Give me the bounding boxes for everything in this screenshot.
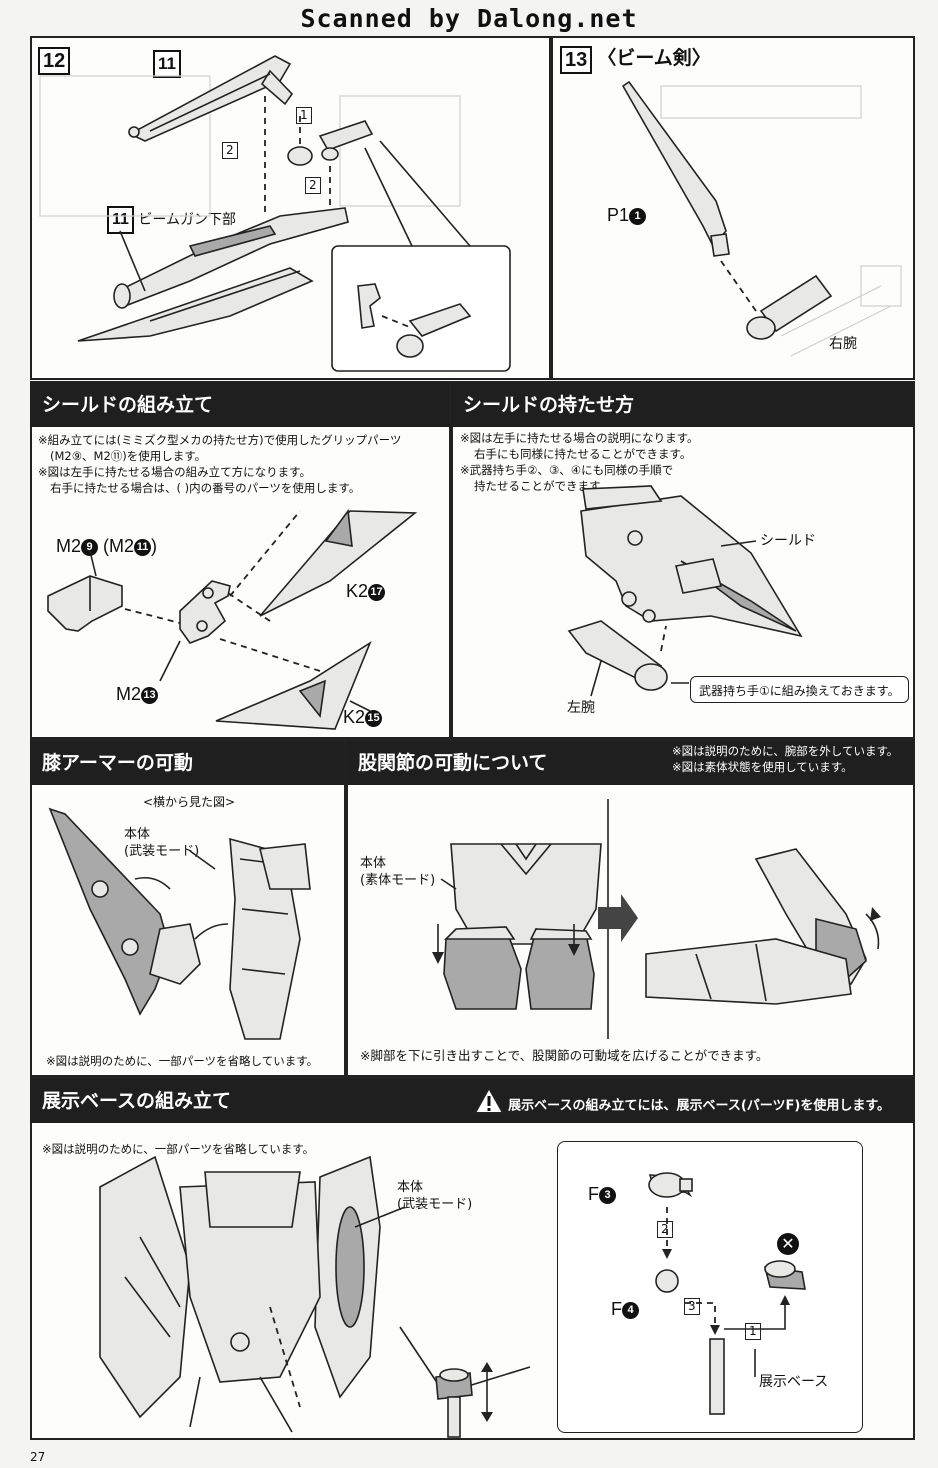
shield-holding-illustration — [567, 485, 803, 697]
base-step-1: 1 — [745, 1320, 761, 1340]
knee-armor-illustration — [48, 807, 311, 1040]
hip-joint-illustration — [432, 799, 881, 1039]
base-step-2: 2 — [657, 1218, 673, 1238]
step-12-arrow-2b: 2 — [305, 174, 321, 194]
display-base-note: ※図は説明のために、一部パーツを省略しています。 — [42, 1142, 315, 1156]
shield-assembly-notes: ※組み立てには(ミミズク型メカの持たせ方)で使用したグリップパーツ (M2⑨、M… — [38, 433, 402, 495]
knee-body-label: 本体 (武装モード) — [124, 827, 200, 859]
display-body-label: 本体 (武装モード) — [397, 1180, 473, 1212]
step-12-illustration — [39, 55, 511, 372]
display-base-title: 展示ベースの組み立て — [30, 1079, 913, 1123]
hip-joint-bottom-note: ※脚部を下に引き出すことで、股関節の可動域を広げることができます。 — [360, 1048, 769, 1063]
shield-left-arm: 左腕 — [567, 700, 595, 716]
step-13-panel — [551, 36, 915, 380]
warning-icon — [473, 1085, 505, 1125]
shield-assembly-title: シールドの組み立て — [30, 383, 449, 427]
hip-joint-notes: ※図は説明のために、腕部を外しています。 ※図は素体状態を使用しています。 — [672, 744, 899, 774]
page-number: 27 — [30, 1450, 46, 1464]
step-13-right-arm: 右腕 — [829, 336, 857, 352]
knee-armor-title: 膝アーマーの可動 — [30, 741, 344, 785]
step-13-header: 13 〈ビーム剣〉 — [560, 43, 711, 74]
hip-body-label: 本体 (素体モード) — [360, 856, 436, 888]
display-base-warning: 展示ベースの組み立てには、展示ベース(パーツF)を使用します。 — [473, 1085, 890, 1125]
step-12-arrow-2a: 2 — [222, 139, 238, 159]
shield-label: シールド — [760, 533, 816, 549]
display-base-illustration — [99, 1155, 806, 1438]
step-12-number: 12 — [38, 47, 71, 75]
scan-watermark: Scanned by Dalong.net — [300, 4, 638, 33]
display-base-label: 展示ベース — [759, 1374, 829, 1390]
hip-joint-title: 股関節の可動について — [346, 741, 913, 785]
shield-assembly-panel — [30, 381, 451, 739]
side-view-label: <横から見た図> — [143, 795, 236, 809]
step-13-illustration — [621, 80, 902, 357]
wrong-x-icon: ✕ — [777, 1233, 799, 1255]
shield-holding-notes: ※図は左手に持たせる場合の説明になります。 右手にも同様に持たせることができます… — [460, 431, 699, 493]
shield-assembly-illustration — [47, 508, 418, 730]
weapon-hand-callout: 武器持ち手①に組み換えておきます。 — [690, 676, 909, 703]
shield-holding-title: シールドの持たせ方 — [451, 383, 913, 427]
knee-armor-note: ※図は説明のために、一部パーツを省略しています。 — [46, 1054, 319, 1068]
step-12-part-top: 11 — [153, 50, 181, 78]
